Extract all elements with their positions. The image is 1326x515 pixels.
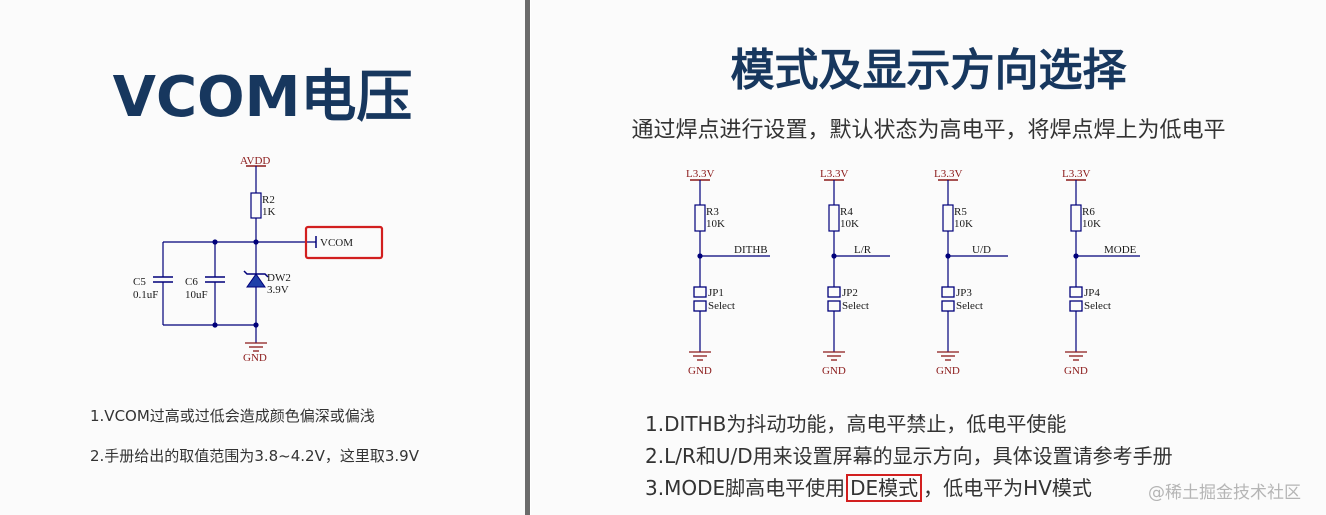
mode-note-2: 2.L/R和U/D用来设置屏幕的显示方向，具体设置请参考手册 [645, 444, 1173, 468]
supply-label: L3.3V [686, 168, 714, 180]
right-panel [531, 0, 1326, 515]
avdd-label: AVDD [240, 155, 270, 167]
de-mode-highlight: DE模式 [846, 474, 923, 502]
resistor-name: R3 [706, 206, 719, 218]
c5-name: C5 [133, 276, 146, 288]
dw2-value: 3.9V [267, 284, 289, 296]
r2-resistor [250, 192, 262, 219]
jumper-name: JP4 [1084, 287, 1100, 299]
jumper-pad-bottom [827, 300, 841, 312]
jumper-value: Select [1084, 300, 1111, 312]
junction-dot [831, 253, 837, 259]
jumper-pad-top [941, 286, 955, 298]
supply-label: L3.3V [820, 168, 848, 180]
junction-dot [945, 253, 951, 259]
vcom-highlight-box [304, 225, 384, 260]
pullup-resistor [828, 204, 840, 232]
panel-divider [525, 0, 530, 515]
net-label: L/R [854, 244, 872, 256]
junction-dot [697, 253, 703, 259]
gnd-label: GND [688, 365, 712, 377]
pullup-resistor [1070, 204, 1082, 232]
jumper-value: Select [708, 300, 735, 312]
jumper-pad-bottom [693, 300, 707, 312]
net-label: DITHB [734, 244, 768, 256]
mode-note-1: 1.DITHB为抖动功能，高电平禁止，低电平使能 [645, 412, 1067, 436]
jumper-pad-top [827, 286, 841, 298]
junction-dot [212, 322, 218, 328]
junction-dot [212, 239, 218, 245]
resistor-value: 10K [1082, 218, 1101, 230]
resistor-value: 10K [706, 218, 725, 230]
resistor-name: R4 [840, 206, 853, 218]
jumper-name: JP3 [956, 287, 972, 299]
vcom-note-2: 2.手册给出的取值范围为3.8~4.2V，这里取3.9V [90, 447, 419, 465]
jumper-value: Select [842, 300, 869, 312]
net-label: U/D [972, 244, 991, 256]
vcom-gnd-label: GND [243, 352, 267, 364]
jumper-pad-top [1069, 286, 1083, 298]
mode-note-3-suffix: ，低电平为HV模式 [923, 476, 1092, 500]
mode-note-3-prefix: 3.MODE脚高电平使用 [645, 476, 846, 500]
resistor-name: R5 [954, 206, 967, 218]
gnd-label: GND [1064, 365, 1088, 377]
junction-dot [253, 239, 259, 245]
jumper-circuits: L3.3VR310KDITHBJP1SelectGNDL3.3VR410KL/R… [686, 168, 1140, 377]
junction-dot [253, 322, 259, 328]
gnd-label: GND [822, 365, 846, 377]
gnd-label: GND [936, 365, 960, 377]
c6-name: C6 [185, 276, 198, 288]
c5-value: 0.1uF [133, 289, 158, 301]
jumper-pad-bottom [941, 300, 955, 312]
vcom-note-1: 1.VCOM过高或过低会造成颜色偏深或偏浅 [90, 407, 375, 425]
jumper-name: JP2 [842, 287, 858, 299]
jumper-value: Select [956, 300, 983, 312]
vcom-title: VCOM电压 [112, 65, 413, 130]
c6-value: 10uF [185, 289, 208, 301]
r2-value: 1K [262, 206, 276, 218]
mode-direction-title: 模式及显示方向选择 [730, 45, 1127, 96]
resistor-name: R6 [1082, 206, 1095, 218]
pullup-resistor [942, 204, 954, 232]
supply-label: L3.3V [1062, 168, 1090, 180]
jumper-pad-bottom [1069, 300, 1083, 312]
dw2-zener-diode [246, 273, 266, 288]
left-panel [0, 0, 525, 515]
vcom-net-label: VCOM [320, 237, 353, 249]
supply-label: L3.3V [934, 168, 962, 180]
mode-subtitle: 通过焊点进行设置，默认状态为高电平，将焊点焊上为低电平 [631, 118, 1226, 143]
resistor-value: 10K [954, 218, 973, 230]
r2-name: R2 [262, 194, 275, 206]
watermark: @稀土掘金技术社区 [1148, 483, 1301, 503]
vcom-schematic [153, 165, 317, 352]
junction-dot [1073, 253, 1079, 259]
jumper-pad-top [693, 286, 707, 298]
pullup-resistor [694, 204, 706, 232]
net-label: MODE [1104, 244, 1137, 256]
resistor-value: 10K [840, 218, 859, 230]
dw2-name: DW2 [267, 272, 291, 284]
jumper-name: JP1 [708, 287, 724, 299]
